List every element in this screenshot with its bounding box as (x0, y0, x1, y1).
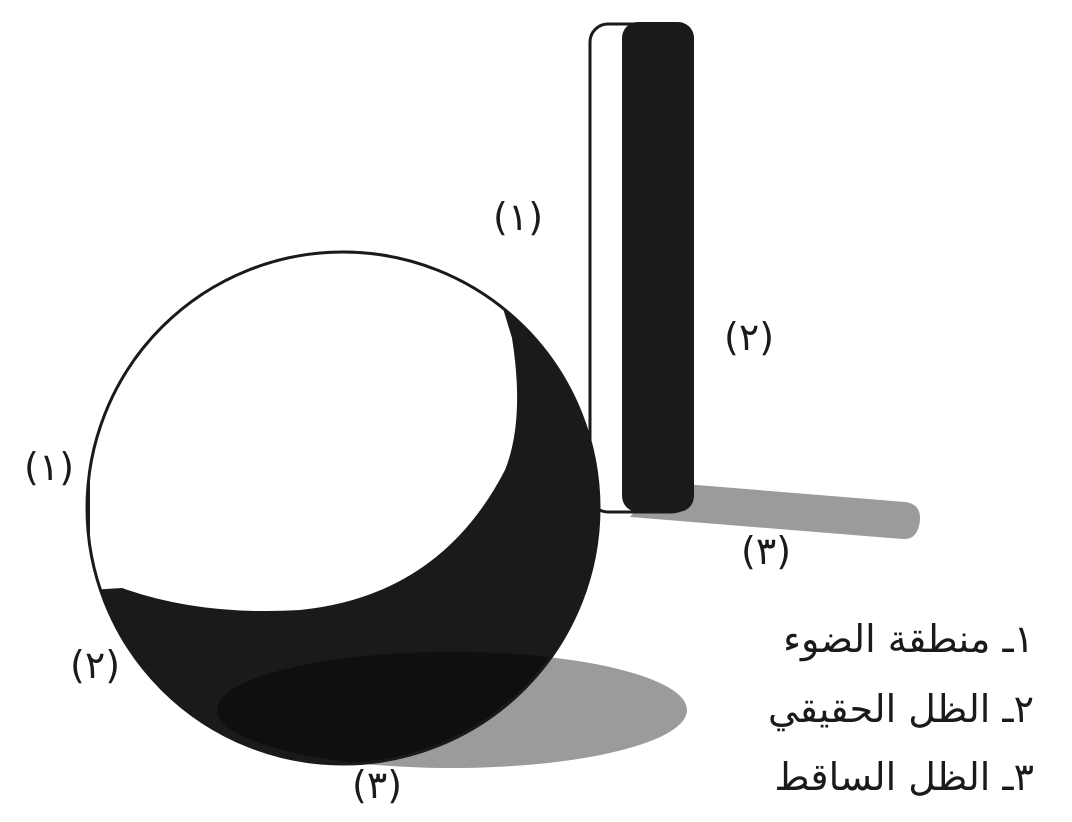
sphere-label-light: (١) (24, 448, 74, 486)
rod-shadow-side (622, 22, 694, 512)
legend-item-cast-shadow: ٣ـ الظل الساقط (774, 758, 1034, 796)
sphere-label-cast-shadow: (٣) (352, 766, 402, 804)
rod-label-true-shadow: (٢) (724, 318, 774, 356)
legend-item-light: ١ـ منطقة الضوء (783, 620, 1034, 658)
sphere-label-true-shadow: (٢) (70, 646, 120, 684)
rod-label-light: (١) (493, 198, 543, 236)
rod-label-cast-shadow: (٣) (741, 532, 791, 570)
legend-item-true-shadow: ٢ـ الظل الحقيقي (768, 690, 1034, 728)
